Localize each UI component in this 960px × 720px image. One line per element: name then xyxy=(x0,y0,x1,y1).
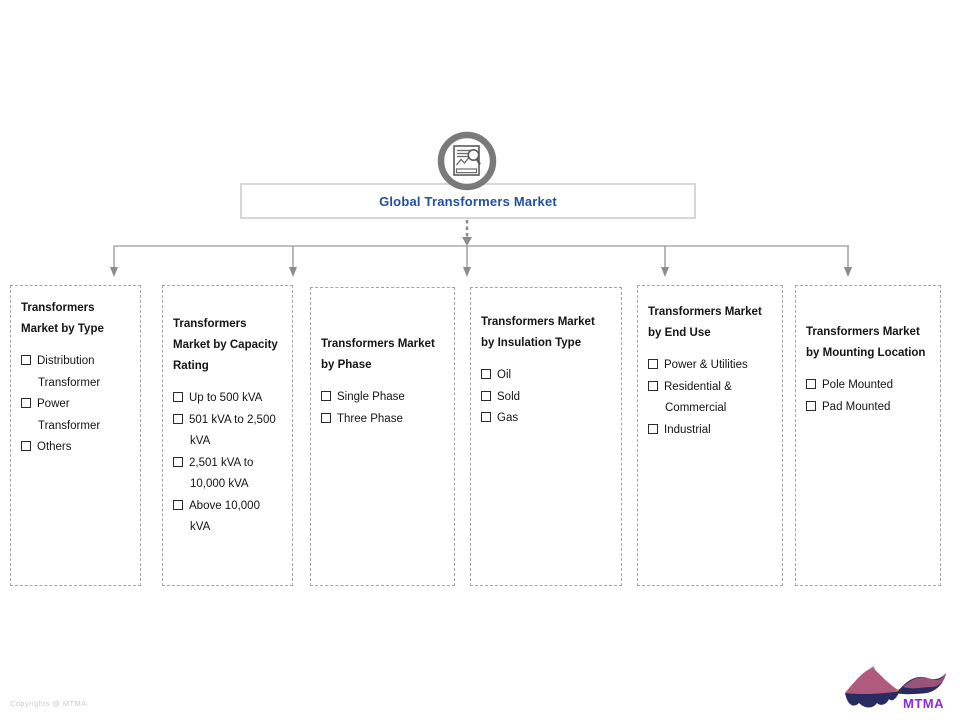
segment-box-title: Transformers Market by Mounting Location xyxy=(806,326,926,359)
copyright-text: Copyrights @ MTMA xyxy=(10,699,87,708)
segment-box: Transformers Market by Capacity Rating U… xyxy=(162,285,293,586)
segment-item: Up to 500 kVA xyxy=(173,388,282,410)
checkbox-icon xyxy=(806,400,816,411)
checkbox-icon xyxy=(21,398,31,408)
segment-box: Transformers Market by Phase Single Phas… xyxy=(310,287,455,586)
checkbox-icon xyxy=(648,380,658,391)
segment-box: Transformers Market by Insulation Type O… xyxy=(470,287,622,586)
checkbox-icon xyxy=(173,499,183,510)
segment-box-title: Transformers Market by Capacity Rating xyxy=(173,318,278,372)
segment-box: Transformers Market by Type Distribution… xyxy=(10,285,141,586)
report-magnifier-icon xyxy=(437,131,497,191)
checkbox-icon xyxy=(648,359,658,369)
segment-item: Above 10,000 kVA xyxy=(173,496,282,539)
segment-item: Power & Utilities xyxy=(648,355,772,377)
checkbox-icon xyxy=(481,390,491,401)
segment-item: Others xyxy=(21,437,130,459)
root-node-title: Global Transformers Market xyxy=(379,193,557,209)
segment-item: Residential & Commercial xyxy=(648,377,772,420)
segment-item: Power Transformer xyxy=(21,394,130,437)
segment-box: Transformers Market by End Use Power & U… xyxy=(637,285,783,586)
segment-item: Distribution Transformer xyxy=(21,351,130,394)
checkbox-icon xyxy=(481,369,491,379)
checkbox-icon xyxy=(173,456,183,467)
checkbox-icon xyxy=(173,392,183,402)
segment-box-title: Transformers Market by Type xyxy=(21,302,104,335)
segment-item: Oil xyxy=(481,365,611,387)
segment-item: 501 kVA to 2,500 kVA xyxy=(173,410,282,453)
segment-item: Sold xyxy=(481,387,611,409)
checkbox-icon xyxy=(321,391,331,401)
segment-item: Gas xyxy=(481,408,611,430)
checkbox-icon xyxy=(481,412,491,422)
segment-box: Transformers Market by Mounting Location… xyxy=(795,285,941,586)
segment-item: Single Phase xyxy=(321,387,444,409)
segment-item: Pole Mounted xyxy=(806,375,930,397)
segment-box-title: Transformers Market by Phase xyxy=(321,338,435,371)
segment-box-title: Transformers Market by Insulation Type xyxy=(481,316,595,349)
checkbox-icon xyxy=(321,412,331,423)
segment-item: 2,501 kVA to 10,000 kVA xyxy=(173,453,282,496)
checkbox-icon xyxy=(648,423,658,434)
mtma-logo: MTMA xyxy=(845,666,946,711)
mtma-logo-text: MTMA xyxy=(903,696,944,711)
segment-item: Three Phase xyxy=(321,409,444,431)
checkbox-icon xyxy=(21,355,31,365)
checkbox-icon xyxy=(21,441,31,451)
checkbox-icon xyxy=(173,413,183,424)
checkbox-icon xyxy=(806,379,816,389)
segment-item: Industrial xyxy=(648,420,772,442)
segment-item: Pad Mounted xyxy=(806,397,930,419)
segment-box-title: Transformers Market by End Use xyxy=(648,306,762,339)
